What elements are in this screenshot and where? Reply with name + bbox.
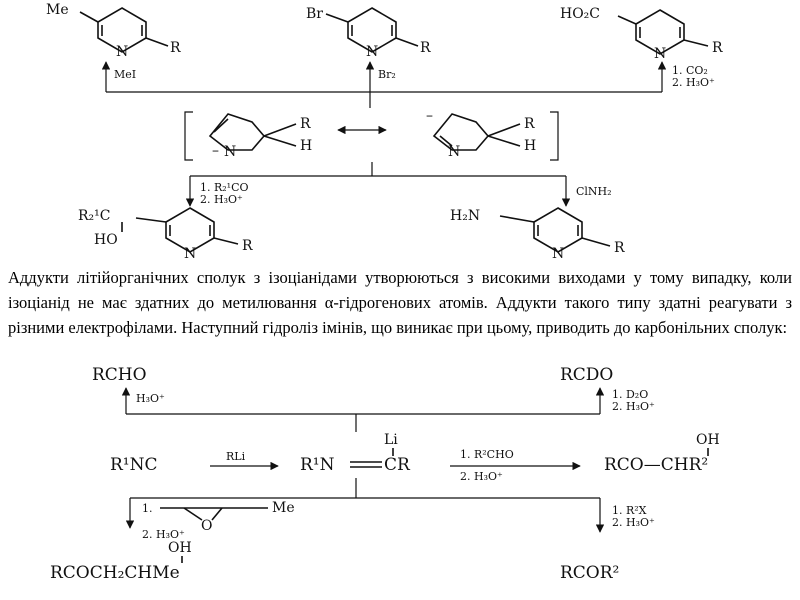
isocyanide-reactant: R¹NC (110, 455, 158, 475)
reagent-co2-step1: 1. CO₂ (672, 64, 708, 77)
epoxide-oxygen-label: O (201, 518, 212, 534)
r-group-label: R (524, 116, 535, 132)
reagent-co2-step2: 2. H₃O⁺ (672, 76, 715, 89)
description-paragraph: Аддукти літійорганічних сполук з ізоціан… (8, 268, 792, 337)
carboxyl-label: HO₂C (560, 6, 600, 22)
reagent-r2x-step2: 2. H₃O⁺ (612, 516, 655, 529)
bromopyridine-structure: Br N R (306, 6, 431, 60)
hydroxyl-top-label: OH (696, 432, 720, 448)
deuterated-aldehyde-product: RCDO (560, 365, 613, 385)
ring-nitrogen-label: N (552, 246, 564, 262)
hydroxyketone-product: RCOCH₂CHMe (50, 563, 180, 583)
amino-label: H₂N (450, 208, 480, 224)
dihydropyridine-right: N – R H (426, 108, 536, 160)
r-group-label: R (170, 40, 181, 56)
reagent-h3o: H₃O⁺ (136, 392, 165, 405)
reagent-br2: Br₂ (378, 68, 396, 81)
ring-nitrogen-label: N (224, 144, 236, 160)
reagent-mei: MeI (114, 68, 136, 81)
ring-nitrogen-label: N (654, 46, 666, 62)
bromo-label: Br (306, 6, 323, 22)
reagent-d2o-step2: 2. H₃O⁺ (612, 400, 655, 413)
methyl-label: Me (46, 2, 69, 18)
epoxide-step2: 2. H₃O⁺ (142, 528, 185, 541)
reagent-clnh2: ClNH₂ (576, 185, 612, 198)
hydroxyl-label: HO (94, 232, 118, 248)
r-group-label: R (300, 116, 311, 132)
hydrogen-label: H (524, 138, 536, 154)
ketol-product: RCO—CHR² (604, 455, 708, 475)
imine-nitrogen-part: R¹N (300, 455, 335, 475)
carbinol-carbon-label: R₂¹C (78, 208, 110, 224)
reagent-r2co-step2: 2. H₃O⁺ (200, 193, 243, 206)
imine-carbon-part: CR (384, 455, 411, 475)
hydrogen-label: H (300, 138, 312, 154)
ring-nitrogen-label: N (448, 144, 460, 160)
aminopyridine-structure: H₂N N R (450, 207, 625, 262)
dihydropyridine-left: N – R H (208, 113, 312, 160)
pyridyl-carbinol-structure: R₂¹C HO N R (78, 207, 253, 262)
ring-nitrogen-label: N (184, 246, 196, 262)
ring-nitrogen-label: N (116, 44, 128, 60)
epoxide-step1: 1. (142, 502, 153, 515)
negative-charge: – (212, 143, 219, 159)
r-group-label: R (614, 240, 625, 256)
lithium-label: Li (384, 432, 398, 448)
reagent-r2cho-step2: 2. H₃O⁺ (460, 470, 503, 483)
reagent-r2x-step1: 1. R²X (612, 504, 647, 517)
negative-charge: – (426, 108, 433, 124)
r-group-label: R (420, 40, 431, 56)
reagent-d2o-step1: 1. D₂O (612, 388, 648, 401)
right-bracket (550, 111, 559, 161)
hydroxyl-bottom-label: OH (168, 540, 192, 556)
ring-nitrogen-label: N (366, 44, 378, 60)
reagent-rli: RLi (226, 450, 246, 463)
r-group-label: R (242, 238, 253, 254)
ketone-product: RCOR² (560, 563, 619, 583)
epoxide-structure: O Me (160, 500, 295, 534)
left-bracket (184, 111, 193, 161)
reagent-r2cho-step1: 1. R²CHO (460, 448, 514, 461)
epoxide-methyl-label: Me (272, 500, 295, 516)
aldehyde-product: RCHO (92, 365, 147, 385)
reagent-r2co-step1: 1. R₂¹CO (200, 181, 249, 194)
methylpyridine-structure: Me N R (46, 2, 181, 60)
r-group-label: R (712, 40, 723, 56)
pyridinecarboxylic-acid-structure: HO₂C N R (560, 6, 723, 62)
